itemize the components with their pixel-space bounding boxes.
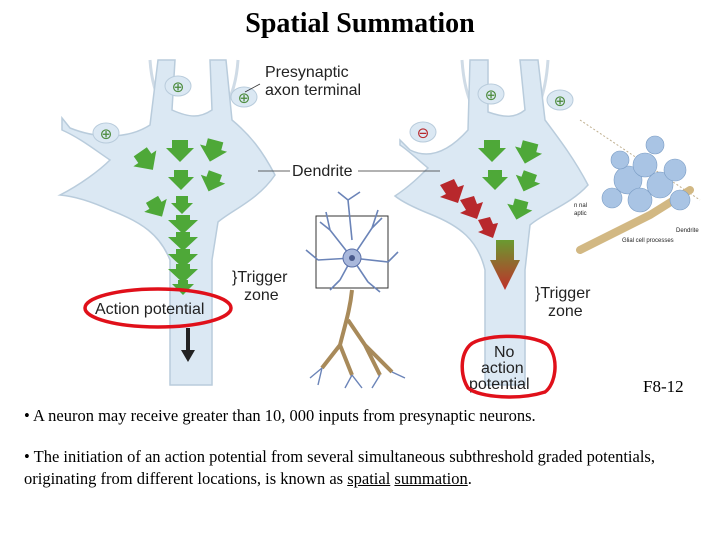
right-neuron: ⊕ ⊕ ⊖ [393, 59, 589, 386]
highlight-circle-left [83, 287, 233, 329]
label-dendrite: Dendrite [292, 163, 353, 180]
neuron-inset [305, 191, 406, 389]
label-trigger-right: }Trigger [535, 285, 591, 302]
label-action: action [481, 360, 524, 377]
spatial-summation-diagram: ⊕ ⊕ ⊕ ⊕ ⊕ ⊖ [57, 59, 701, 399]
svg-text:⊕: ⊕ [238, 89, 251, 107]
label-action-potential: Action potential [95, 301, 204, 318]
label-axon-terminal: axon terminal [265, 82, 361, 99]
inset-label-terminal: n nal [574, 203, 587, 209]
svg-text:⊕: ⊕ [485, 86, 498, 104]
label-trigger-left-zone: zone [244, 287, 279, 304]
highlight-circle-right [460, 334, 557, 399]
term-spatial: spatial [347, 469, 391, 488]
figure-reference: F8-12 [643, 377, 684, 396]
inset-label-glial: Glial cell processes [622, 238, 674, 244]
inset-label-synaptic: aptic [574, 211, 587, 217]
page-title: Spatial Summation [245, 8, 475, 39]
excitatory-arrows [133, 138, 228, 295]
glial-inset: n nal aptic Dendrite Glial cell processe… [574, 119, 701, 254]
label-trigger-left: }Trigger [232, 269, 288, 286]
bullet-1-text: A neuron may receive greater than 10, 00… [33, 406, 536, 425]
svg-text:⊕: ⊕ [554, 92, 567, 110]
summed-arrow [490, 240, 520, 290]
label-presynaptic: Presynaptic [265, 64, 349, 81]
axon-down-arrow [181, 328, 195, 362]
bullet-2-text: The initiation of an action potential fr… [24, 447, 655, 488]
inhibitory-arrows [440, 179, 498, 238]
bullet-1: • A neuron may receive greater than 10, … [24, 406, 536, 425]
label-potential: potential [469, 376, 530, 393]
inset-label-dendrite: Dendrite [676, 228, 699, 234]
svg-text:⊕: ⊕ [100, 125, 113, 143]
svg-text:⊕: ⊕ [172, 78, 185, 96]
bullet-2-end: . [467, 469, 472, 488]
excitatory-arrows-right [478, 140, 543, 220]
svg-text:⊖: ⊖ [417, 124, 430, 142]
label-no: No [494, 344, 515, 361]
left-neuron: ⊕ ⊕ ⊕ [57, 59, 276, 386]
term-summation: summation [394, 469, 468, 488]
label-trigger-right-zone: zone [548, 303, 583, 320]
bullet-2: • The initiation of an action potential … [24, 447, 655, 488]
